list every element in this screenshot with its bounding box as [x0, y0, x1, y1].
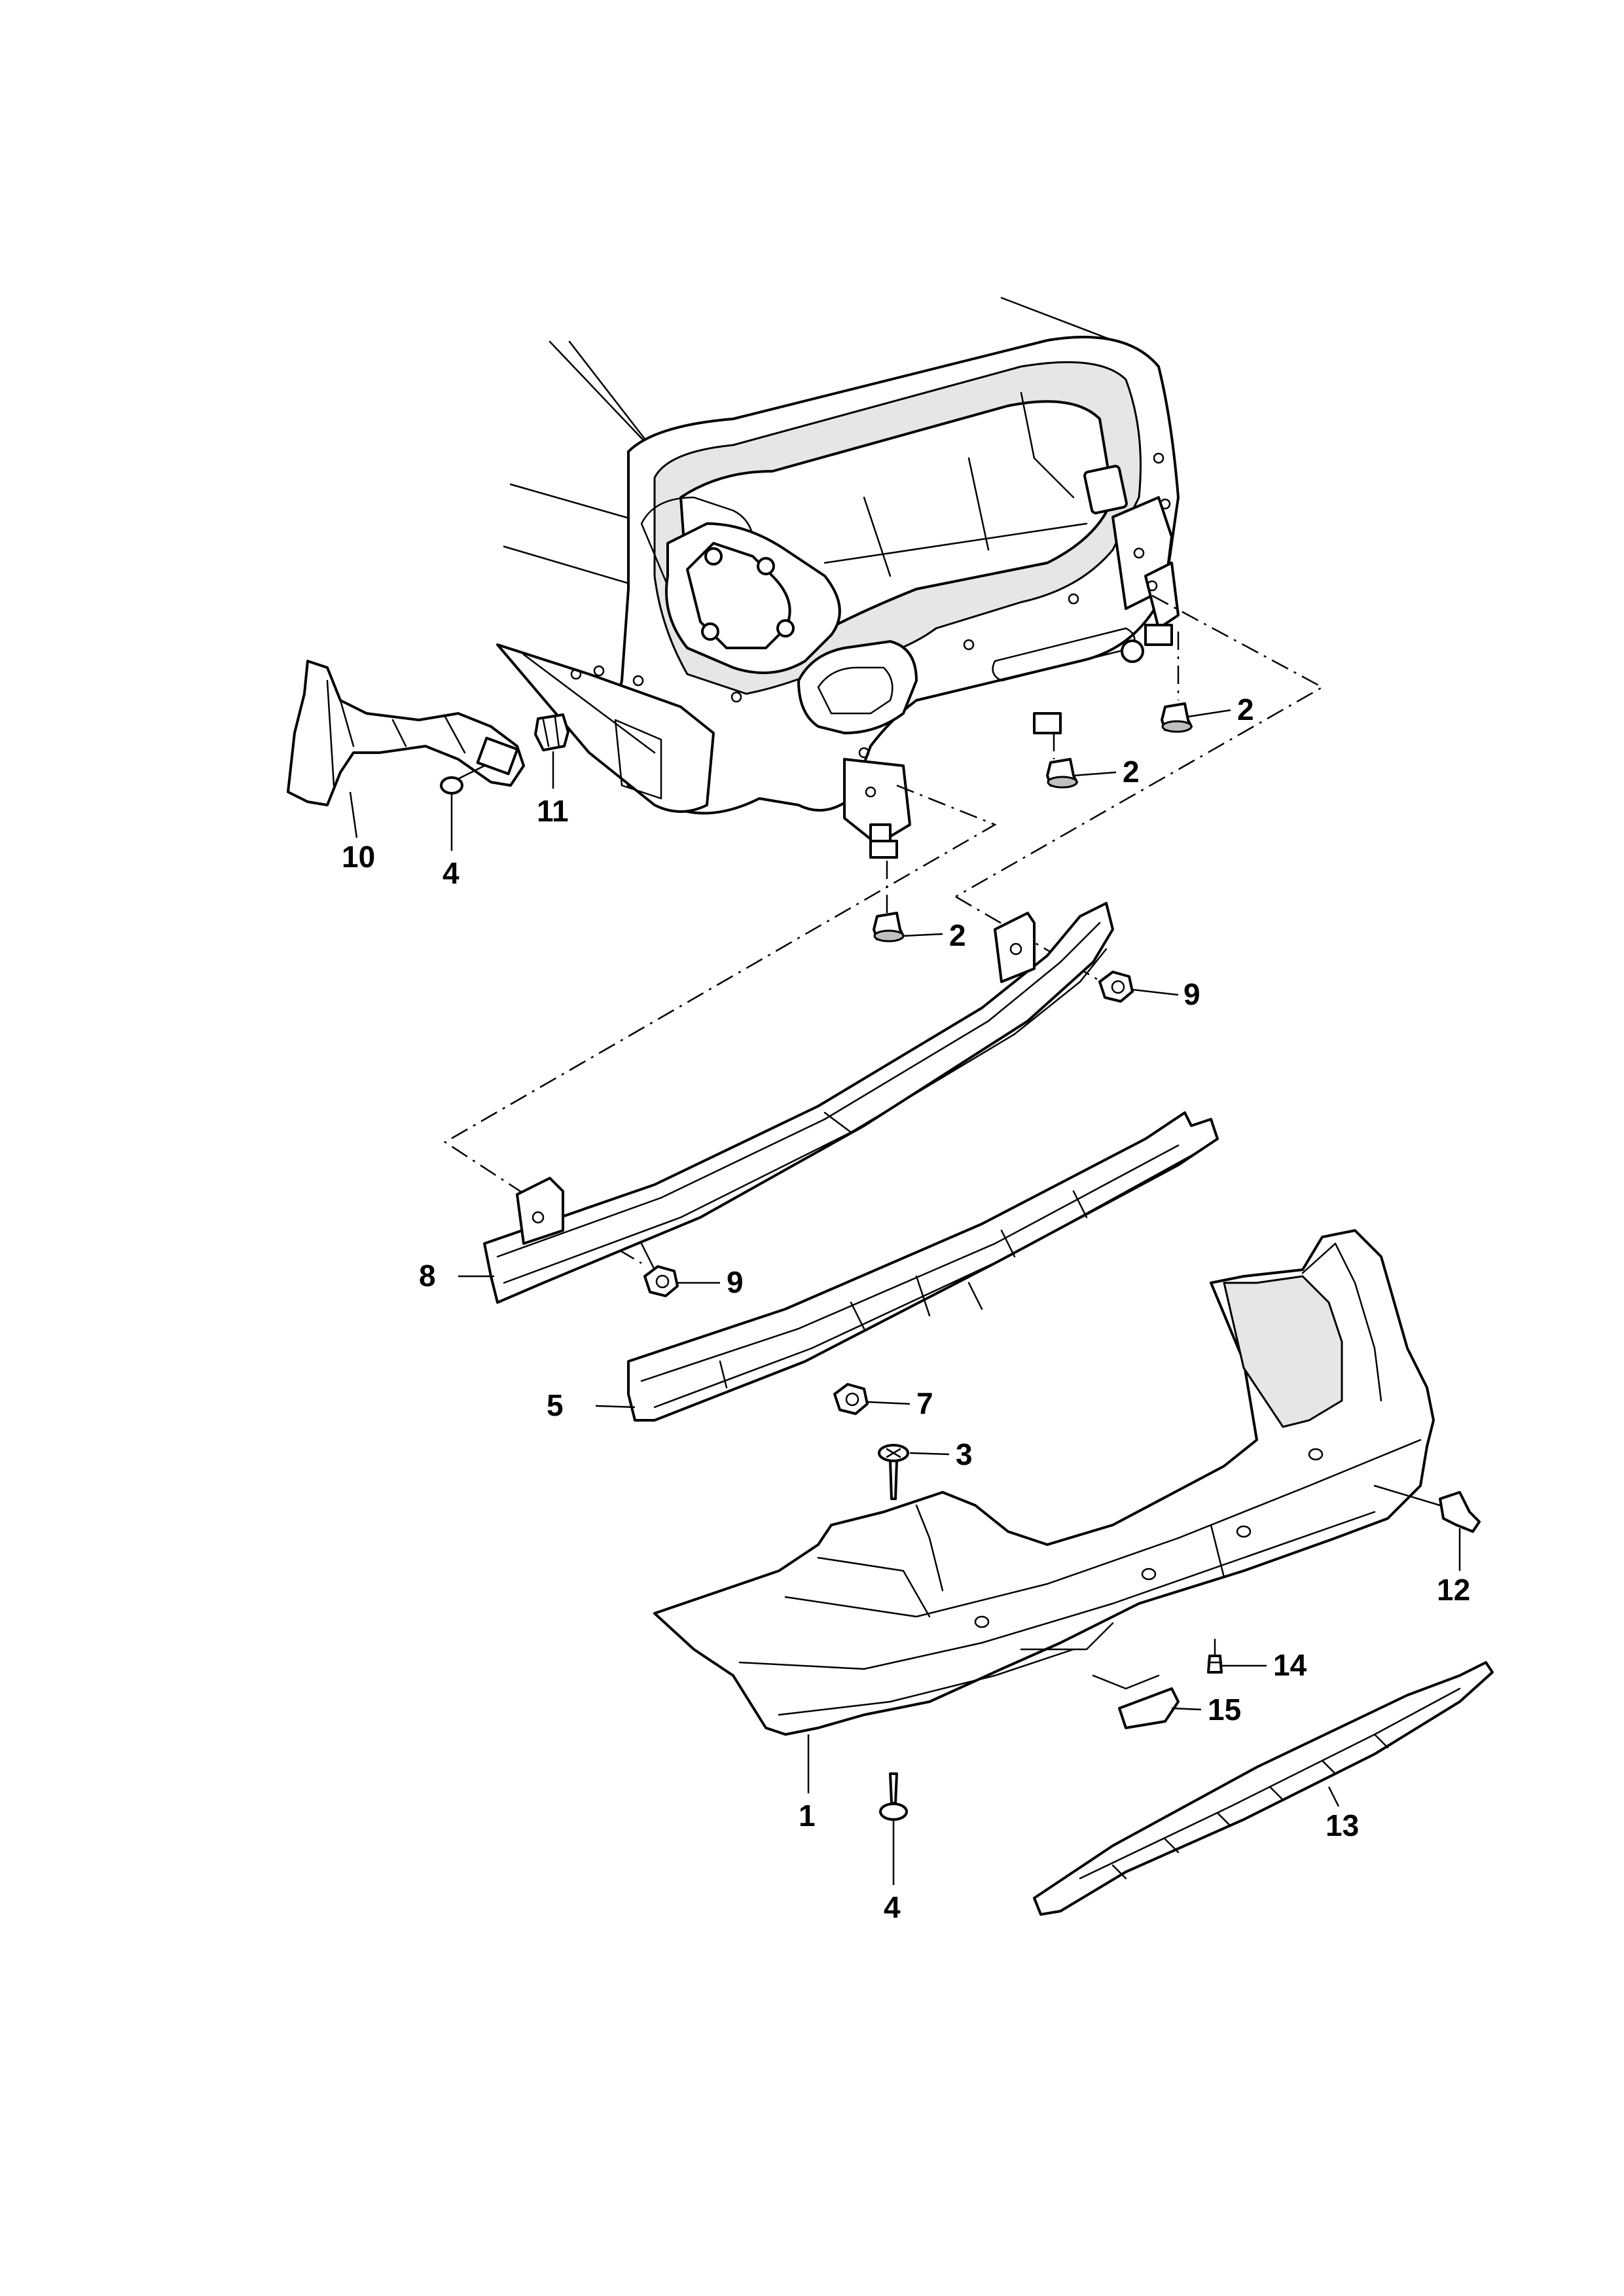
callout-labels: 2 2 2 9 9 8 7 5 3 10 4 11 12 14 15 1 13 …: [342, 692, 1470, 1924]
callout-15: 15: [1208, 1693, 1241, 1727]
nut-part-9-upper: [1098, 971, 1134, 1003]
parking-sensor-holes: [974, 1448, 1324, 1628]
clip-part-11: [534, 713, 569, 751]
bumper-support-rail: [627, 1111, 1219, 1422]
body-screws: [570, 452, 1171, 798]
callout-2-middle: 2: [1123, 755, 1140, 789]
screw-part-3: [878, 1444, 909, 1500]
callout-8: 8: [419, 1259, 436, 1293]
rear-diffuser-trim: [1033, 1661, 1494, 1916]
callout-4-upper: 4: [442, 856, 460, 890]
callout-3: 3: [956, 1437, 973, 1471]
spacer-part-2-middle: [1046, 758, 1078, 789]
callout-9-lower: 9: [727, 1265, 744, 1299]
callout-9-upper: 9: [1183, 977, 1200, 1011]
bracket-clip-part-12: [1373, 1484, 1481, 1533]
cover-part-15: [1118, 1687, 1180, 1729]
callout-14: 14: [1273, 1648, 1307, 1682]
side-bracket: [287, 660, 525, 806]
callout-4-lower: 4: [884, 1890, 901, 1924]
callout-10: 10: [342, 840, 375, 874]
callout-12: 12: [1437, 1573, 1470, 1607]
leader-lines: [349, 709, 1461, 1885]
car-body-rear-section: [496, 296, 1180, 859]
nut-part-9-lower: [643, 1265, 679, 1297]
callout-1: 1: [799, 1799, 816, 1833]
screw-part-4-upper: [440, 764, 486, 795]
spacer-part-2-left: [873, 912, 905, 942]
nut-part-7: [833, 1383, 869, 1415]
callout-11: 11: [537, 794, 569, 828]
rear-bumper-cover: [653, 1229, 1435, 1736]
callout-7: 7: [916, 1386, 933, 1420]
bumper-reinforcement-beam: [483, 902, 1114, 1304]
callout-2-left: 2: [949, 918, 966, 952]
screw-part-4-lower: [879, 1772, 908, 1827]
callout-13: 13: [1326, 1808, 1359, 1842]
callout-2-right: 2: [1237, 692, 1254, 726]
clip-part-14: [1207, 1638, 1223, 1674]
callout-5: 5: [547, 1388, 564, 1422]
spacer-part-2-right: [1161, 702, 1193, 733]
